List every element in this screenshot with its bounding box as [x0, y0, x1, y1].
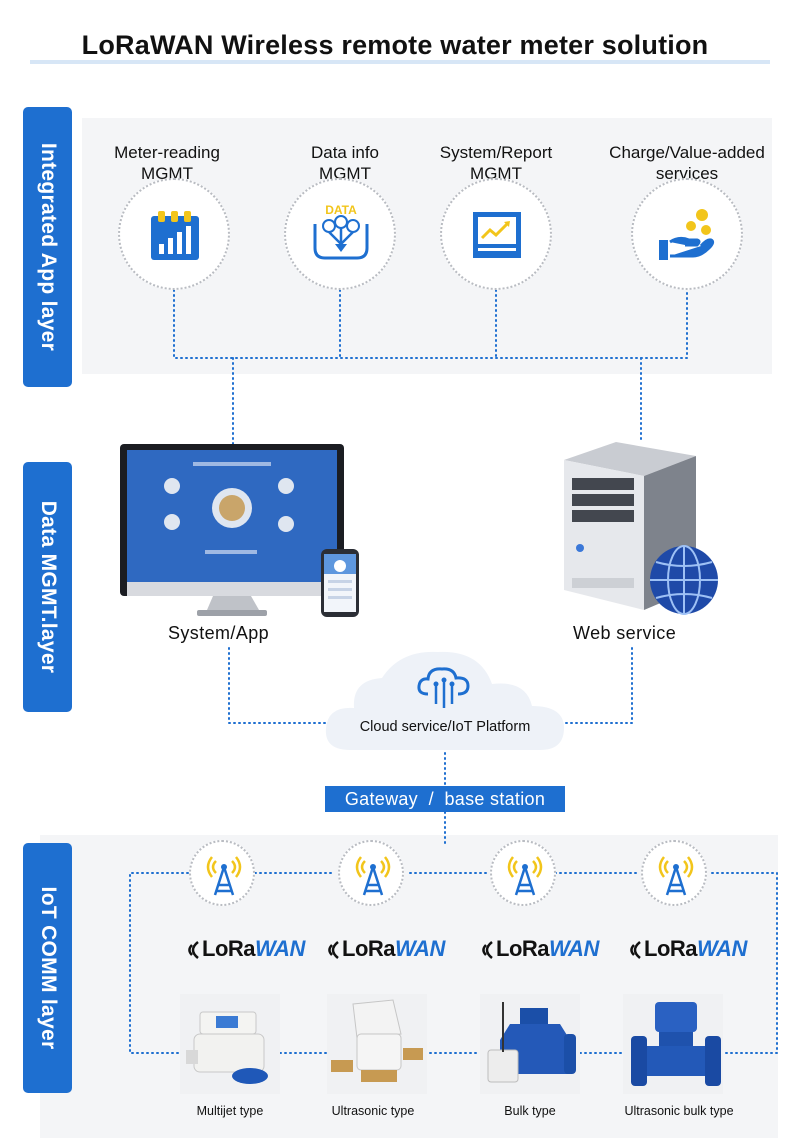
module-label-system-report: System/Report MGMT — [439, 143, 553, 183]
layer-tab-iot-label: IoT COMM layer — [36, 886, 60, 1050]
data-info-icon: DATA — [313, 203, 369, 260]
antenna-2 — [338, 840, 404, 906]
antenna-4 — [641, 840, 707, 906]
layer-tab-app: Integrated App layer — [23, 107, 72, 387]
ultrasonic-meter-illustration — [331, 999, 423, 1082]
cloud-label: Cloud service/IoT Platform — [359, 719, 531, 735]
phone-illustration — [321, 549, 359, 617]
report-icon — [473, 212, 521, 258]
hand-coins-icon — [659, 209, 715, 260]
lorawan-text-wan: WAN — [549, 936, 599, 961]
bulk-meter-illustration — [487, 1002, 576, 1083]
lorawan-text-wan: WAN — [255, 936, 305, 961]
lorawan-text-lora: LoRa — [202, 936, 256, 961]
device-label-ultrasonic-bulk: Ultrasonic bulk type — [624, 1104, 734, 1118]
title-underline — [30, 60, 770, 64]
web-service-label: Web service — [573, 623, 677, 643]
meter-reading-chart-icon — [151, 211, 199, 260]
antenna-3 — [490, 840, 556, 906]
layer-tab-app-label: Integrated App layer — [36, 142, 60, 352]
lora-signal-icon — [630, 941, 641, 959]
antenna-1 — [189, 840, 255, 906]
module-label-data-info: Data info MGMT — [310, 143, 380, 183]
lora-signal-icon — [188, 941, 199, 959]
lorawan-text-wan: WAN — [395, 936, 445, 961]
device-ultrasonic-bulk — [623, 994, 723, 1094]
module-data-info[interactable]: DATA — [284, 178, 396, 290]
gateway-bar: Gateway / base station — [325, 786, 565, 812]
ultrasonic-bulk-meter-illustration — [631, 1002, 721, 1086]
layer-tab-iot: IoT COMM layer — [23, 843, 72, 1093]
lorawan-logo-2: LoRaWAN — [318, 934, 445, 964]
antenna-icon — [507, 856, 543, 896]
monitor-illustration — [120, 444, 344, 616]
system-app-label: System/App — [168, 623, 270, 643]
lora-signal-icon — [328, 941, 339, 959]
multijet-meter-illustration — [186, 1011, 268, 1084]
cloud-network-icon — [417, 667, 470, 708]
lora-signal-icon — [482, 941, 493, 959]
data-icon-text: DATA — [325, 203, 357, 217]
device-label-bulk: Bulk type — [504, 1104, 556, 1118]
antenna-icon — [658, 856, 694, 896]
module-meter-reading[interactable] — [118, 178, 230, 290]
lorawan-text-lora: LoRa — [496, 936, 550, 961]
device-ultrasonic — [327, 994, 427, 1094]
device-bulk — [480, 994, 580, 1094]
device-label-multijet: Multijet type — [196, 1104, 264, 1118]
module-system-report[interactable] — [440, 178, 552, 290]
lorawan-text-lora: LoRa — [644, 936, 698, 961]
lorawan-text-wan: WAN — [697, 936, 747, 961]
lorawan-logo-4: LoRaWAN — [620, 934, 747, 964]
lorawan-logo-1: LoRaWAN — [178, 934, 305, 964]
antenna-icon — [206, 856, 242, 896]
lorawan-logo-3: LoRaWAN — [472, 934, 599, 964]
module-label-charge: Charge/Value-added services — [609, 143, 765, 183]
antenna-icon — [355, 856, 391, 896]
lorawan-text-lora: LoRa — [342, 936, 396, 961]
layer-tab-data-label: Data MGMT.layer — [36, 500, 60, 674]
server-illustration — [564, 442, 718, 615]
device-label-ultrasonic: Ultrasonic type — [331, 1104, 415, 1118]
module-charge[interactable] — [631, 178, 743, 290]
device-multijet — [180, 994, 280, 1094]
page-title: LoRaWAN Wireless remote water meter solu… — [81, 30, 709, 60]
layer-tab-data: Data MGMT.layer — [23, 462, 72, 712]
